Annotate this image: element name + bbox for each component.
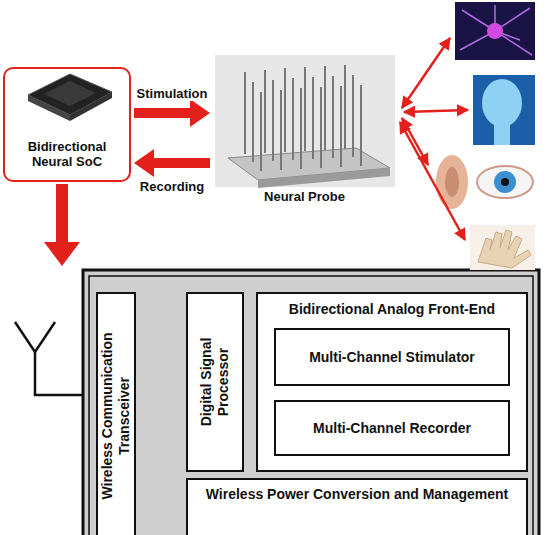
block-label: Wireless Communication Transceiver bbox=[99, 311, 133, 521]
recorder-block: Multi-Channel Recorder bbox=[274, 400, 510, 456]
dsp-block: Digital Signal Processor bbox=[186, 292, 244, 472]
edge-label: Recording bbox=[138, 179, 206, 194]
chip-icon bbox=[28, 74, 112, 121]
block-label: Wireless Power Conversion and Management bbox=[188, 486, 526, 503]
probe-node: Neural Probe bbox=[212, 55, 397, 207]
signal-arrow bbox=[134, 99, 210, 127]
block-label: Digital Signal Processor bbox=[198, 307, 232, 457]
application-arrow bbox=[402, 118, 428, 165]
stimulator-block: Multi-Channel Stimulator bbox=[274, 328, 510, 386]
soc-box: Bidirectional Neural SoC bbox=[3, 67, 131, 182]
probe-picture bbox=[215, 55, 395, 188]
hand-picture bbox=[470, 225, 535, 270]
application-arrow bbox=[404, 110, 468, 112]
block-label: Bidirectional Analog Front-End bbox=[258, 301, 526, 318]
application-arrow bbox=[400, 122, 465, 240]
detail-arrow bbox=[44, 184, 80, 266]
power-block: Wireless Power Conversion and Management bbox=[186, 478, 528, 535]
block-label: Multi-Channel Stimulator bbox=[303, 349, 481, 366]
head-picture bbox=[473, 75, 535, 145]
ear-eye-picture bbox=[436, 155, 533, 209]
block-label: Neural Probe bbox=[212, 189, 397, 205]
edge-label: Stimulation bbox=[135, 86, 210, 101]
housing-inner-line bbox=[89, 276, 533, 535]
signal-arrow bbox=[134, 149, 210, 177]
block-label: Multi-Channel Recorder bbox=[307, 420, 477, 437]
transceiver-block: Wireless Communication Transceiver bbox=[96, 292, 136, 535]
analog-frontend-block: Bidirectional Analog Front-EndMulti-Chan… bbox=[256, 292, 528, 472]
neuron-picture bbox=[455, 2, 535, 60]
antenna-symbol bbox=[15, 322, 83, 395]
soc-housing bbox=[83, 270, 539, 535]
block-label: Bidirectional Neural SoC bbox=[11, 139, 123, 170]
application-arrow bbox=[402, 38, 450, 108]
